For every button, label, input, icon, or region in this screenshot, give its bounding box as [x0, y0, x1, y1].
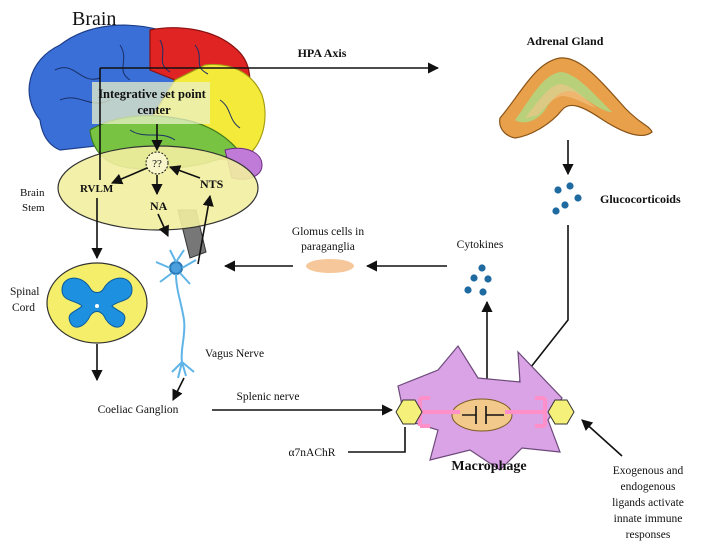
macrophage-nucleus: [451, 398, 513, 432]
vagus-neuron: [155, 249, 197, 379]
splenic-nerve-label: Splenic nerve: [237, 391, 300, 403]
nts-label: NTS: [200, 177, 224, 191]
brain-internal-arrows: [99, 67, 201, 196]
macrophage-label: Macrophage: [451, 459, 526, 474]
glomus-label-2: paraganglia: [301, 241, 355, 253]
glomus-label-1: Glomus cells in: [292, 226, 364, 238]
spinal-cord-label-1: Spinal: [10, 286, 39, 298]
coeliac-ganglion-label: Coeliac Ganglion: [98, 404, 179, 416]
glucocorticoids-label: Glucocorticoids: [600, 192, 681, 206]
a7nachr-pointer-line: [348, 427, 406, 453]
adrenal-gland: [499, 57, 653, 139]
integrative-center-label-1: Integrative set point: [98, 87, 206, 101]
unknown-node: [145, 151, 169, 175]
brain-sulci: [54, 39, 241, 141]
left-ligand: [395, 399, 423, 425]
a7nachr-label: α7nAChR: [289, 447, 336, 459]
right-ligand: [547, 399, 575, 425]
vagus-to-nts-arrow: [197, 194, 214, 265]
brain-illustration: [28, 24, 266, 259]
glucocorticoid-dots: [552, 182, 582, 215]
brain-stem-label-1: Brain: [20, 187, 45, 199]
exogenous-label-1: Exogenous and: [613, 465, 684, 477]
right-receptor: [505, 396, 547, 428]
cytokines-label: Cytokines: [457, 239, 504, 251]
adrenal-gland-label: Adrenal Gland: [527, 34, 604, 48]
hpa-axis-label: HPA Axis: [298, 46, 347, 60]
integrative-center-box: [92, 82, 210, 124]
exogenous-label-3: ligands activate: [612, 497, 684, 509]
rvlm-label: RVLM: [80, 183, 114, 195]
spinal-cord-section: [46, 262, 148, 344]
macrophage-cell: [395, 344, 575, 471]
brain-title: Brain: [72, 8, 116, 30]
exogenous-label-5: responses: [626, 529, 671, 541]
na-to-vagus-arrow: [157, 213, 169, 238]
vagus-to-coeliac-arrow: [172, 377, 185, 402]
vagus-nerve-label: Vagus Nerve: [205, 348, 264, 360]
brain-stem-label-2: Stem: [22, 202, 45, 214]
unknown-label: ??: [152, 158, 162, 170]
na-label: NA: [150, 199, 168, 213]
exogenous-label-4: innate immune: [614, 513, 683, 525]
spinal-cord-label-2: Cord: [12, 302, 35, 314]
cytokine-dots: [464, 264, 492, 296]
integrative-center-label-2: center: [137, 103, 171, 117]
glomus-cell-shape: [306, 259, 354, 273]
exogenous-ligand-arrow: [581, 419, 623, 457]
exogenous-label-2: endogenous: [621, 481, 676, 493]
